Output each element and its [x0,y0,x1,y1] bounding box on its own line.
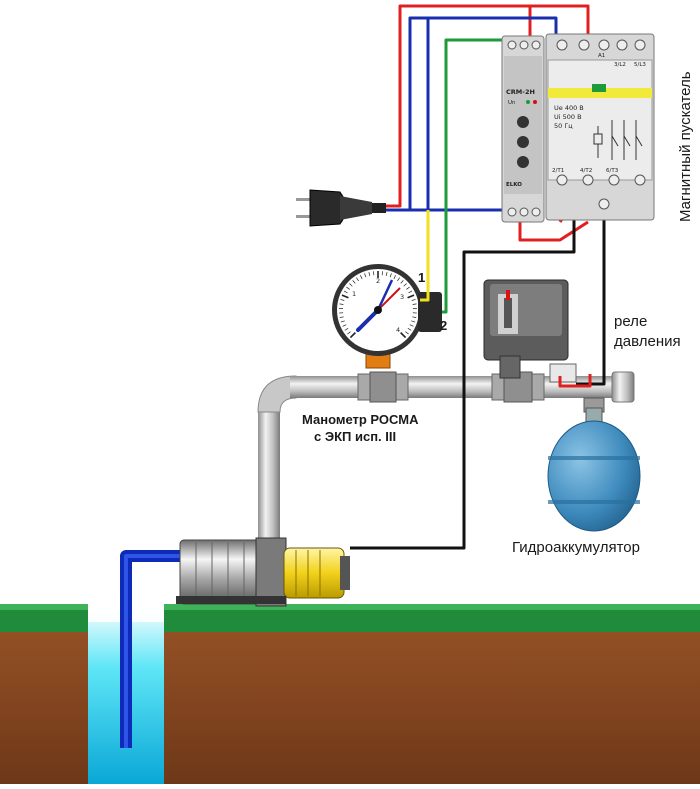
gauge-tick-label-2: 2 [376,277,380,285]
terminal-a1: A1 [598,53,605,59]
plug [296,190,386,226]
manometer: 1 2 3 4 0 1 2 [332,264,447,368]
contactor-module: A1 3/L2 5/L3 Ue 400 В Ui 500 В 50 Гц 2/T… [546,34,654,220]
terminal-4t2: 4/T2 [580,168,592,174]
gauge-tick-label-3: 3 [400,293,404,301]
contactor-freq: 50 Гц [554,122,573,130]
relay-brand-label: ELKO [506,182,522,188]
terminal-5l3: 5/L3 [634,62,646,68]
terminal-6t3: 6/T3 [606,168,619,174]
terminal-3l2: 3/L2 [614,62,626,68]
contactor-ui: Ui 500 В [554,113,582,121]
contact-1-label: 1 [418,270,425,285]
magnetic-starter-label: Магнитный пускатель [677,71,694,222]
relay-model-label: CRM-2H [506,88,535,96]
relay-module: CRM-2H Un ELKO [502,36,544,222]
manometer-label-line2: с ЭКП исп. III [314,429,396,444]
contactor-ue: Ue 400 В [554,104,584,112]
contact-2-label: 2 [440,318,447,333]
relay-indicator-label: Un [508,100,516,106]
accumulator-label: Гидроаккумулятор [512,539,640,556]
pressure-relay-label-line1: реле [614,313,647,330]
gauge-tick-label-1: 1 [352,290,356,298]
pump [176,538,350,606]
pressure-switch [484,280,576,382]
pressure-relay-label-line2: давления [614,333,681,350]
manometer-label-line1: Манометр РОСМА [302,412,419,427]
terminal-2t1: 2/T1 [552,168,564,174]
gauge-tick-label-4: 4 [396,326,400,334]
accumulator-tank [548,408,640,531]
